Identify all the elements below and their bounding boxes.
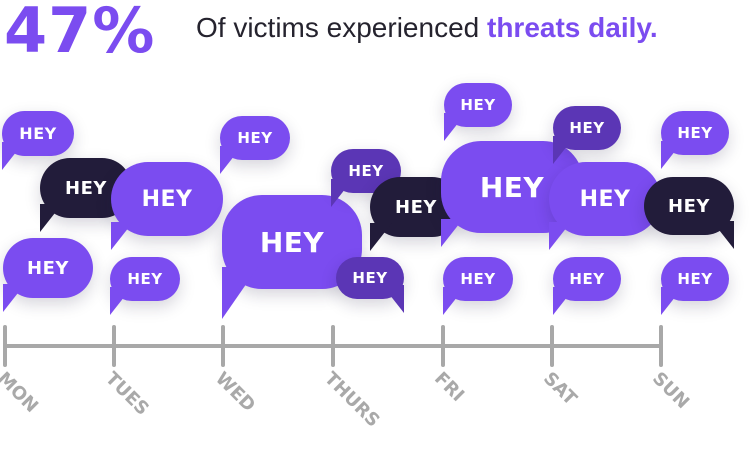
day-label-sat: SAT bbox=[539, 368, 581, 410]
headline-prefix: Of victims experienced bbox=[196, 12, 487, 43]
header: 47% Of victims experienced threats daily… bbox=[0, 0, 753, 67]
day-label-mon: MON bbox=[0, 368, 43, 417]
day-label-sun: SUN bbox=[648, 368, 694, 414]
hey-bubble: HEY bbox=[443, 257, 513, 315]
hey-bubble: HEY bbox=[549, 162, 661, 250]
axis-tick bbox=[550, 325, 554, 367]
stat-percentage: 47% bbox=[4, 0, 156, 67]
axis-tick bbox=[112, 325, 116, 367]
axis-tick bbox=[659, 325, 663, 367]
day-label-tues: TUES bbox=[101, 368, 153, 420]
day-label-thurs: THURS bbox=[320, 368, 384, 432]
day-label-wed: WED bbox=[211, 368, 260, 417]
day-label-fri: FRI bbox=[430, 368, 469, 407]
hey-bubble: HEY bbox=[220, 116, 290, 174]
axis-tick bbox=[3, 325, 7, 367]
axis-tick bbox=[331, 325, 335, 367]
hey-bubble: HEY bbox=[661, 257, 729, 315]
hey-bubble: HEY bbox=[2, 111, 74, 170]
hey-bubble: HEY bbox=[644, 177, 734, 249]
hey-bubble: HEY bbox=[3, 238, 93, 312]
hey-bubble: HEY bbox=[444, 83, 512, 141]
hey-bubble: HEY bbox=[661, 111, 729, 169]
hey-bubble: HEY bbox=[336, 257, 404, 313]
hey-bubble: HEY bbox=[553, 106, 621, 164]
hey-bubble: HEY bbox=[110, 257, 180, 315]
headline: Of victims experienced threats daily. bbox=[196, 12, 658, 44]
axis-tick bbox=[441, 325, 445, 367]
hey-bubble: HEY bbox=[111, 162, 223, 250]
headline-emphasis: threats daily. bbox=[487, 12, 658, 43]
axis-tick bbox=[221, 325, 225, 367]
hey-bubble: HEY bbox=[553, 257, 621, 315]
